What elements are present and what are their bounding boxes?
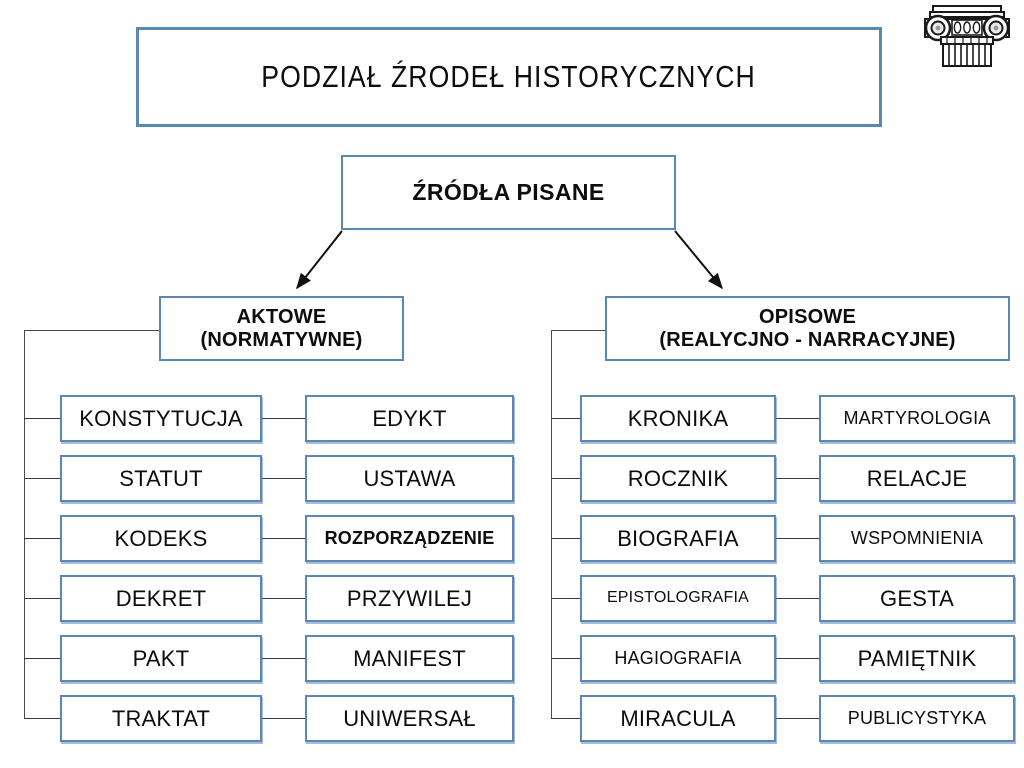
leaf-node-aktowe-col-1-1: KONSTYTUCJA xyxy=(60,395,262,442)
leaf-node-label: DEKRET xyxy=(115,585,207,611)
leaf-node-label: WSPOMNIENIA xyxy=(850,528,984,549)
leaf-node-label: EPISTOLOGRAFIA xyxy=(606,589,750,607)
leaf-node-aktowe-col-1-2: STATUT xyxy=(60,455,262,502)
opisowe-stub-3 xyxy=(551,538,581,539)
aktowe-stub-6 xyxy=(24,718,61,719)
leaf-node-aktowe-col-2-1: EDYKT xyxy=(305,395,514,442)
leaf-node-opisowe-col-2-6: PUBLICYSTYKA xyxy=(819,695,1015,742)
leaf-node-label: RELACJE xyxy=(866,465,968,491)
leaf-node-opisowe-col-2-2: RELACJE xyxy=(819,455,1015,502)
branch-header-opisowe-line2: (REALYCJNO - NARRACYJNE) xyxy=(659,328,956,351)
leaf-node-label: ROZPORZĄDZENIE xyxy=(324,528,495,549)
aktowe-stub-1 xyxy=(24,418,61,419)
leaf-node-label: STATUT xyxy=(119,465,203,491)
leaf-node-label: KONSTYTUCJA xyxy=(79,405,243,431)
aktowe-trunk-to-header xyxy=(24,330,160,331)
leaf-node-label: PRZYWILEJ xyxy=(346,585,473,611)
aktowe-stub-3 xyxy=(24,538,61,539)
opisowe-stub-1 xyxy=(551,418,581,419)
leaf-node-opisowe-col-1-2: ROCZNIK xyxy=(580,455,776,502)
leaf-node-opisowe-col-2-1: MARTYROLOGIA xyxy=(819,395,1015,442)
root-node-zrodla-pisane: ŹRÓDŁA PISANE xyxy=(341,155,676,230)
aktowe-link-3 xyxy=(262,538,306,539)
opisowe-trunk-to-header xyxy=(551,330,607,331)
leaf-node-label: MIRACULA xyxy=(620,705,736,731)
aktowe-link-1 xyxy=(262,418,306,419)
leaf-node-label: USTAWA xyxy=(363,465,456,491)
leaf-node-label: KODEKS xyxy=(114,525,208,551)
leaf-node-aktowe-col-1-6: TRAKTAT xyxy=(60,695,262,742)
leaf-node-aktowe-col-2-3: ROZPORZĄDZENIE xyxy=(305,515,514,562)
opisowe-stub-6 xyxy=(551,718,581,719)
leaf-node-label: PAMIĘTNIK xyxy=(857,645,977,671)
branch-header-opisowe: OPISOWE (REALYCJNO - NARRACYJNE) xyxy=(605,296,1010,361)
leaf-node-label: UNIWERSAŁ xyxy=(343,705,476,731)
leaf-node-label: ROCZNIK xyxy=(627,465,729,491)
leaf-node-label: HAGIOGRAFIA xyxy=(614,648,742,669)
aktowe-stub-2 xyxy=(24,478,61,479)
branch-header-opisowe-line1: OPISOWE xyxy=(759,305,856,328)
aktowe-stub-5 xyxy=(24,658,61,659)
leaf-node-aktowe-col-2-6: UNIWERSAŁ xyxy=(305,695,514,742)
leaf-node-label: BIOGRAFIA xyxy=(617,525,739,551)
opisowe-stub-4 xyxy=(551,598,581,599)
opisowe-stub-2 xyxy=(551,478,581,479)
aktowe-stub-4 xyxy=(24,598,61,599)
leaf-node-opisowe-col-1-6: MIRACULA xyxy=(580,695,776,742)
leaf-node-aktowe-col-1-4: DEKRET xyxy=(60,575,262,622)
root-node-label: ŹRÓDŁA PISANE xyxy=(412,179,605,206)
leaf-node-aktowe-col-1-3: KODEKS xyxy=(60,515,262,562)
aktowe-link-2 xyxy=(262,478,306,479)
page-title: PODZIAŁ ŹRODEŁ HISTORYCZNYCH xyxy=(136,27,882,127)
leaf-node-opisowe-col-2-4: GESTA xyxy=(819,575,1015,622)
leaf-node-label: PAKT xyxy=(132,645,190,671)
leaf-node-opisowe-col-2-5: PAMIĘTNIK xyxy=(819,635,1015,682)
leaf-node-opisowe-col-1-3: BIOGRAFIA xyxy=(580,515,776,562)
opisowe-link-6 xyxy=(776,718,820,719)
page-title-text: PODZIAŁ ŹRODEŁ HISTORYCZNYCH xyxy=(261,58,757,94)
leaf-node-opisowe-col-1-5: HAGIOGRAFIA xyxy=(580,635,776,682)
leaf-node-label: MARTYROLOGIA xyxy=(843,408,991,429)
opisowe-trunk-vertical xyxy=(551,330,552,718)
leaf-node-label: EDYKT xyxy=(372,405,447,431)
leaf-node-aktowe-col-2-4: PRZYWILEJ xyxy=(305,575,514,622)
opisowe-link-4 xyxy=(776,598,820,599)
opisowe-stub-5 xyxy=(551,658,581,659)
aktowe-trunk-vertical xyxy=(24,330,25,718)
opisowe-link-3 xyxy=(776,538,820,539)
aktowe-link-4 xyxy=(262,598,306,599)
leaf-node-label: GESTA xyxy=(880,585,954,611)
leaf-node-label: MANIFEST xyxy=(353,645,466,671)
leaf-node-aktowe-col-2-2: USTAWA xyxy=(305,455,514,502)
aktowe-link-5 xyxy=(262,658,306,659)
ionic-column-capital-logo xyxy=(924,5,1010,67)
aktowe-link-6 xyxy=(262,718,306,719)
leaf-node-label: KRONIKA xyxy=(627,405,729,431)
branch-header-aktowe-line2: (NORMATYWNE) xyxy=(200,328,363,351)
opisowe-link-2 xyxy=(776,478,820,479)
leaf-node-aktowe-col-2-5: MANIFEST xyxy=(305,635,514,682)
leaf-node-opisowe-col-1-4: EPISTOLOGRAFIA xyxy=(580,575,776,622)
leaf-node-opisowe-col-2-3: WSPOMNIENIA xyxy=(819,515,1015,562)
leaf-node-aktowe-col-1-5: PAKT xyxy=(60,635,262,682)
opisowe-link-1 xyxy=(776,418,820,419)
branch-header-aktowe-line1: AKTOWE xyxy=(236,305,327,328)
opisowe-link-5 xyxy=(776,658,820,659)
leaf-node-label: TRAKTAT xyxy=(111,705,211,731)
leaf-node-label: PUBLICYSTYKA xyxy=(847,708,987,729)
leaf-node-opisowe-col-1-1: KRONIKA xyxy=(580,395,776,442)
branch-header-aktowe: AKTOWE (NORMATYWNE) xyxy=(159,296,404,361)
